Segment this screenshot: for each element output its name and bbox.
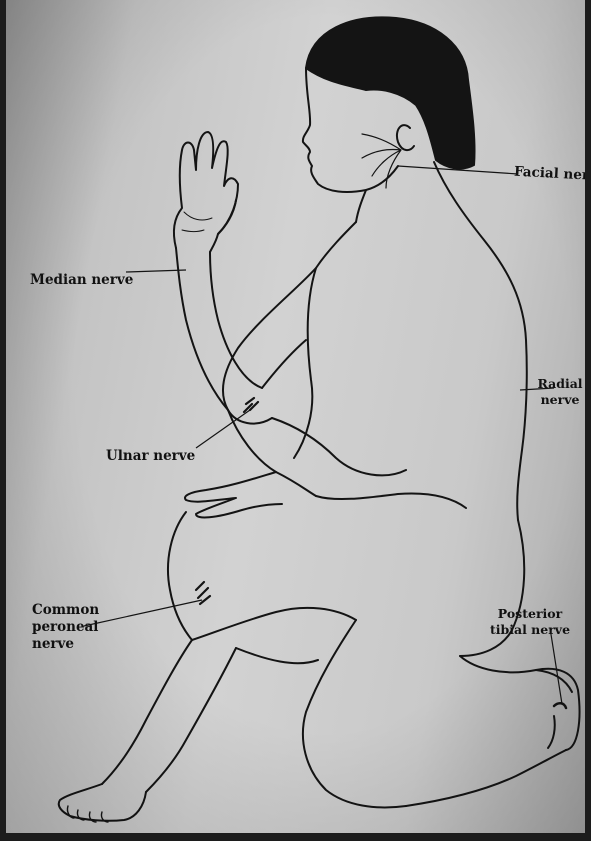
front-thigh-under [168, 512, 192, 640]
leader-peroneal [84, 600, 202, 626]
label-posterior-tibial-nerve: Posterior tibial nerve [480, 606, 580, 638]
palm-lines [182, 212, 212, 232]
thigh-top [316, 494, 466, 508]
thumb [218, 200, 236, 234]
label-radial-nerve: Radial nerve [536, 376, 584, 408]
label-common-line2: peroneal [32, 619, 99, 636]
label-common-line1: Common [32, 602, 99, 619]
ear [397, 125, 414, 150]
label-posterior-line1: Posterior [480, 606, 580, 622]
neck-back [434, 162, 527, 520]
upper-arm-inner [262, 340, 306, 388]
raised-hand [174, 132, 238, 252]
front-neck [356, 190, 366, 222]
shin-forward-upper [102, 640, 192, 784]
label-ulnar-nerve: Ulnar nerve [106, 448, 195, 464]
leader-ulnar [196, 410, 250, 448]
lower-arm-top [272, 418, 406, 475]
kneeling-figure-illustration [6, 0, 585, 833]
front-foot [59, 784, 146, 821]
resting-hand [185, 472, 282, 517]
kneeling-thigh-inner [236, 648, 318, 663]
leader-tibial [550, 628, 562, 704]
leader-median [126, 270, 186, 272]
kneeling-thigh [303, 620, 406, 807]
tibial-hatch [554, 703, 566, 708]
forearm-inner [210, 252, 262, 388]
elbow-hatch [244, 398, 258, 412]
upper-arm-outer [223, 268, 316, 424]
facial-nerve-branches [362, 134, 401, 188]
label-median-nerve: Median nerve [30, 272, 133, 288]
hair [306, 17, 475, 168]
torso-front [294, 222, 356, 458]
label-common-peroneal-nerve: Common peroneal nerve [32, 602, 99, 653]
kneeling-shin [406, 750, 566, 806]
label-posterior-line2: tibial nerve [480, 622, 580, 638]
book-page: Facial nerve Median nerve Radial nerve U… [6, 0, 585, 833]
front-knee-top [192, 608, 356, 640]
label-radial-line2: nerve [536, 392, 584, 408]
shin-forward-lower [146, 648, 236, 792]
label-common-line3: nerve [32, 636, 99, 653]
label-radial-line1: Radial [536, 376, 584, 392]
